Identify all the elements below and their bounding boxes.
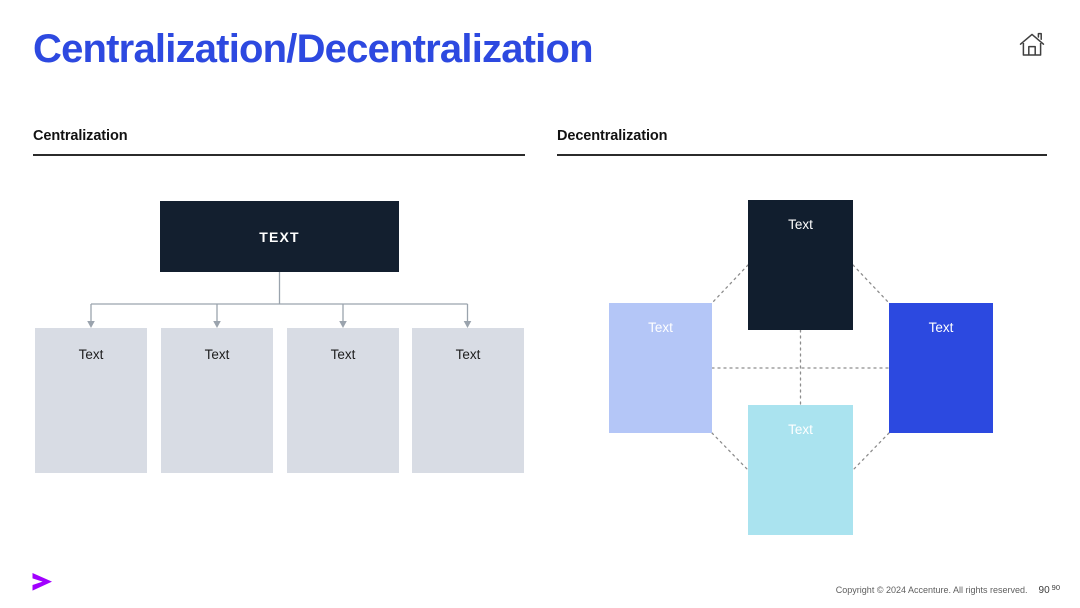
network-node-top[interactable]: Text: [748, 200, 853, 330]
network-node-label: Text: [648, 320, 673, 335]
network-node-label: Text: [788, 422, 813, 437]
copyright-text: Copyright © 2024 Accenture. All rights r…: [835, 585, 1028, 595]
network-node-right[interactable]: Text: [889, 303, 993, 433]
section-divider-centralization: [33, 154, 525, 156]
section-heading-decentralization: Decentralization: [557, 128, 668, 144]
network-node-label: Text: [788, 217, 813, 232]
section-heading-centralization: Centralization: [33, 128, 128, 144]
network-node-label: Text: [928, 320, 954, 335]
org-root-label: TEXT: [259, 228, 300, 245]
section-divider-decentralization: [557, 154, 1047, 156]
network-node-left[interactable]: Text: [609, 303, 712, 433]
page-number-total: 90: [1051, 583, 1060, 592]
org-child-label: Text: [455, 347, 481, 362]
org-child-label: Text: [204, 347, 230, 362]
page-number: 90: [1038, 585, 1050, 596]
footer: Copyright © 2024 Accenture. All rights r…: [835, 583, 1060, 596]
network-node-bottom[interactable]: Text: [748, 405, 853, 535]
page-title: Centralization/Decentralization: [33, 27, 594, 71]
org-child-node[interactable]: Text: [35, 328, 147, 473]
org-child-node[interactable]: Text: [161, 328, 273, 473]
home-icon[interactable]: [1017, 30, 1047, 60]
org-child-node[interactable]: Text: [412, 328, 524, 473]
decentralization-diagram: Text Text Text Text: [556, 170, 1056, 560]
accenture-logo-icon: [30, 570, 56, 594]
page-number-group: 90 90: [1038, 583, 1060, 596]
org-child-node[interactable]: Text: [287, 328, 399, 473]
centralization-diagram: TEXT Text Text Text Text: [35, 201, 524, 473]
org-root-node[interactable]: TEXT: [160, 201, 399, 272]
org-child-label: Text: [330, 347, 356, 362]
org-child-label: Text: [78, 347, 104, 362]
